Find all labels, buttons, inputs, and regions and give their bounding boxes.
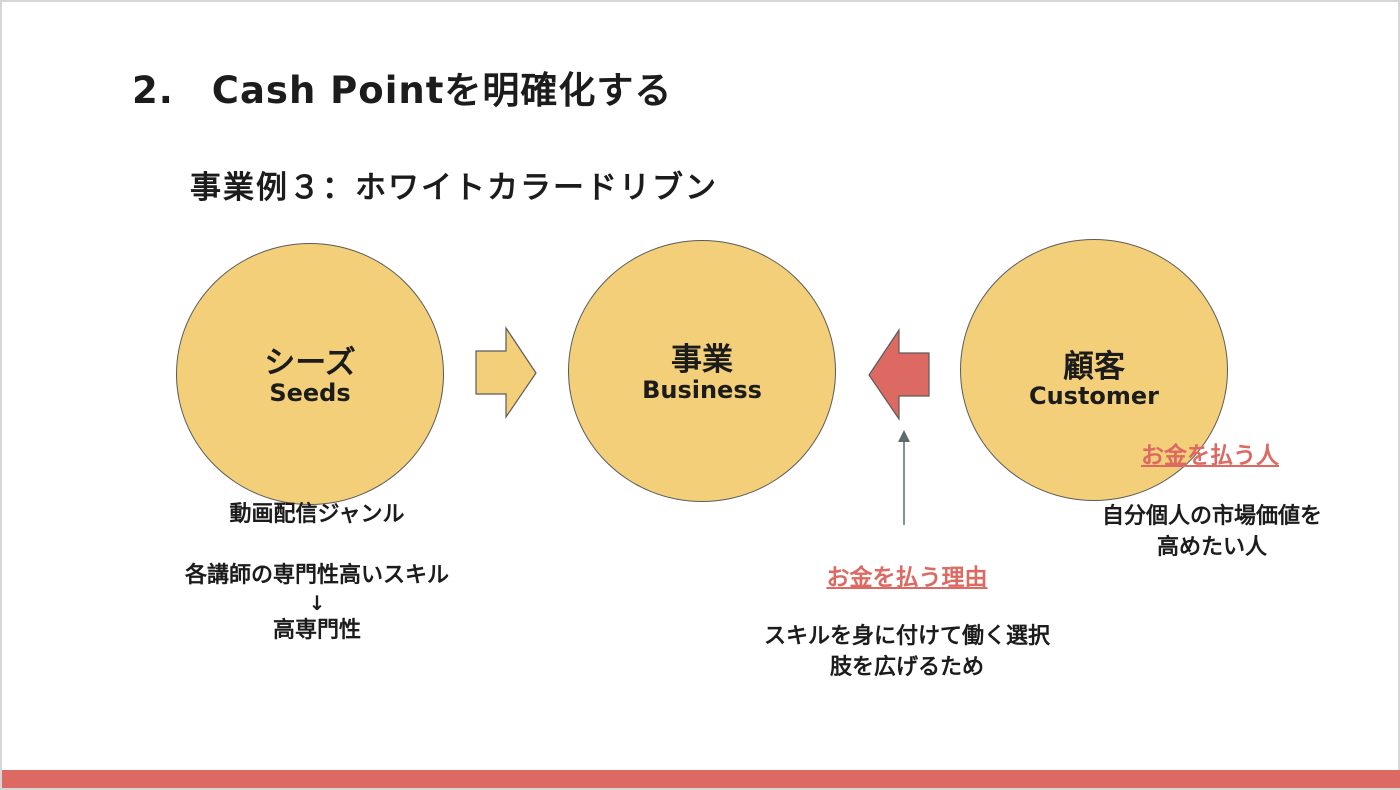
business-label-en: Business	[642, 376, 762, 404]
reason-up-arrow	[898, 430, 910, 525]
reason-notes: スキルを身に付けて働く選択 肢を広げるため	[702, 621, 1112, 683]
reason-note-line1: スキルを身に付けて働く選択	[763, 624, 1050, 649]
customer-circle: 顧客 Customer	[960, 239, 1228, 501]
seeds-note-genre: 動画配信ジャンル	[229, 502, 405, 527]
customer-note-line1: 自分個人の市場価値を	[1101, 504, 1322, 529]
footer-accent-bar	[2, 770, 1400, 788]
seeds-note-skill: 各講師の専門性高いスキル	[184, 563, 449, 588]
seeds-to-business-arrow	[475, 326, 537, 419]
seeds-label-jp: シーズ	[264, 345, 356, 381]
pay-reason-label: お金を払う理由	[826, 565, 988, 591]
seeds-note-down-arrow: ↓	[308, 591, 326, 615]
seeds-circle: シーズ Seeds	[176, 243, 444, 505]
seeds-label-en: Seeds	[269, 379, 351, 407]
customer-to-business-arrow	[868, 328, 930, 421]
pay-person-label: お金を払う人	[1141, 443, 1279, 469]
seeds-notes: 動画配信ジャンル 各講師の専門性高いスキル ↓ 高専門性	[132, 499, 502, 646]
reason-note-line2: 肢を広げるため	[829, 655, 984, 680]
customer-notes: 自分個人の市場価値を 高めたい人	[1062, 501, 1362, 563]
page-title: 2. Cash Pointを明確化する	[132, 69, 673, 112]
page-subtitle: 事業例３：ホワイトカラードリブン	[190, 170, 718, 206]
customer-arrow-shape	[868, 328, 930, 421]
customer-label-jp: 顧客	[1063, 349, 1125, 385]
reason-arrow-head	[898, 430, 910, 442]
customer-note-line2: 高めたい人	[1156, 535, 1267, 560]
business-label-jp: 事業	[671, 342, 733, 378]
business-circle: 事業 Business	[568, 240, 836, 502]
seeds-note-expertise: 高専門性	[272, 618, 361, 643]
customer-label-en: Customer	[1028, 382, 1160, 410]
seeds-arrow-shape	[475, 326, 537, 419]
